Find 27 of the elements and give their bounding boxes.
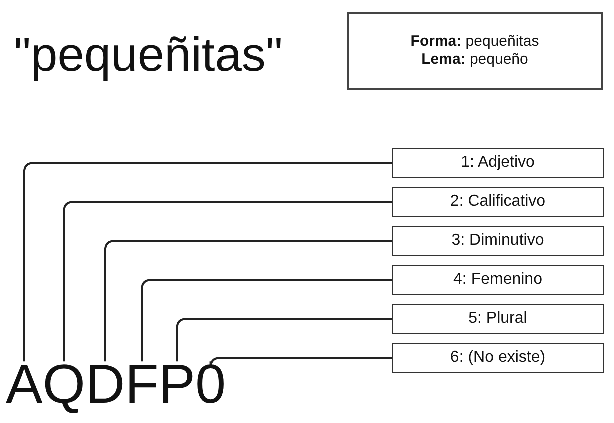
leader-line bbox=[104, 240, 392, 362]
code-letter: P bbox=[158, 356, 196, 412]
leader-line bbox=[23, 162, 392, 362]
label-text: 3: Diminutivo bbox=[452, 232, 544, 250]
label-box bbox=[392, 304, 604, 334]
leader-line bbox=[176, 318, 392, 362]
label-box bbox=[392, 226, 604, 256]
code-letter: 0 bbox=[196, 356, 226, 412]
label-box bbox=[392, 187, 604, 217]
label-text: 4: Femenino bbox=[454, 271, 542, 289]
label-box bbox=[392, 265, 604, 295]
code-letter: A bbox=[6, 356, 43, 412]
leader-line bbox=[141, 279, 392, 362]
label-text: 5: Plural bbox=[468, 310, 528, 328]
label-text: 1: Adjetivo bbox=[461, 154, 535, 172]
label-box bbox=[392, 343, 604, 373]
code-letter: F bbox=[125, 356, 159, 412]
info-text: Forma: pequeñitas bbox=[410, 33, 540, 51]
label-text: 6: (No existe) bbox=[450, 349, 546, 367]
code-letter: D bbox=[85, 356, 126, 412]
label-text: 2: Calificativo bbox=[450, 193, 546, 211]
info-text: Lema: pequeño bbox=[422, 51, 528, 69]
info-box bbox=[347, 12, 603, 90]
label-box bbox=[392, 148, 604, 178]
leader-line bbox=[63, 201, 392, 362]
title: "pequeñitas" bbox=[14, 28, 283, 84]
code-letter: Q bbox=[42, 356, 86, 412]
